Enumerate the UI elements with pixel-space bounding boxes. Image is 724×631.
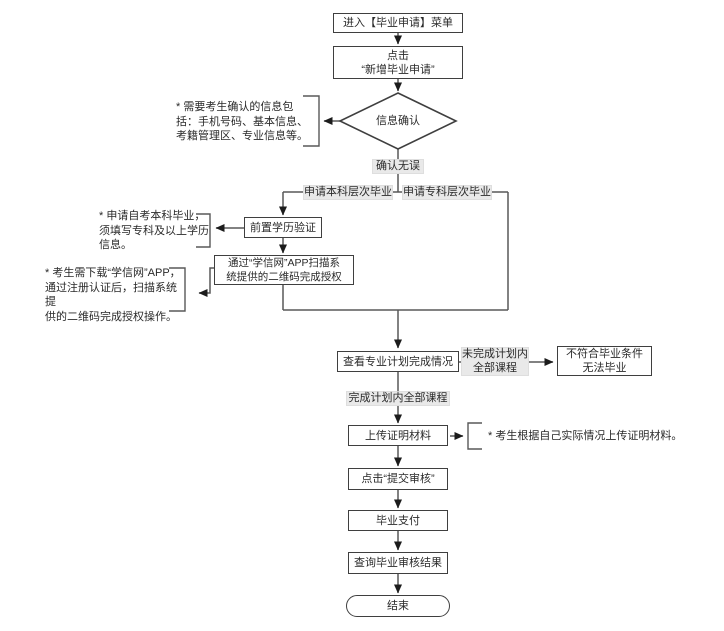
node-not-qualified: 不符合毕业条件 无法毕业 <box>557 346 652 376</box>
node-info-confirm-label: 信息确认 <box>376 115 420 127</box>
note-xuexin-app: * 考生需下载“学信网”APP， 通过注册认证后，扫描系统提 供的二维码完成授权… <box>45 267 181 323</box>
node-payment: 毕业支付 <box>348 510 448 531</box>
note-bachelor-requirement: * 申请自考本科毕业， 须填写专科及以上学历 信息。 <box>99 210 209 251</box>
arrow-scanqr-to-note3 <box>198 267 214 297</box>
node-end: 结束 <box>346 595 450 617</box>
note-info-to-confirm: * 需要考生确认的信息包 括：手机号码、基本信息、 考籍管理区、专业信息等。 <box>176 101 308 142</box>
edge-label-completed: 完成计划内全部课程 <box>346 391 450 406</box>
node-submit-review: 点击“提交审核” <box>348 468 448 490</box>
edge-label-apply-associate: 申请专科层次毕业 <box>402 185 492 200</box>
node-upload-materials: 上传证明材料 <box>348 425 448 446</box>
node-check-plan: 查看专业计划完成情况 <box>337 351 459 372</box>
node-query-result: 查询毕业审核结果 <box>348 552 448 574</box>
node-enter-menu: 进入【毕业申请】菜单 <box>333 13 463 33</box>
node-scan-qr-auth: 通过“学信网”APP扫描系 统提供的二维码完成授权 <box>214 255 354 285</box>
edge-label-not-completed: 未完成计划内 全部课程 <box>461 347 529 376</box>
note1-bracket <box>303 95 320 147</box>
note3-bracket <box>169 267 186 312</box>
edge-label-confirmed: 确认无误 <box>372 159 424 174</box>
decision-diamond <box>338 92 458 150</box>
note2-bracket <box>196 213 211 248</box>
edge-label-apply-bachelor: 申请本科层次毕业 <box>303 185 393 200</box>
node-click-new-application: 点击 “新增毕业申请” <box>333 46 463 79</box>
note4-bracket <box>467 422 482 450</box>
note-upload-materials: * 考生根据自己实际情况上传证明材料。 <box>488 430 683 442</box>
node-pre-education-check: 前置学历验证 <box>244 217 322 238</box>
